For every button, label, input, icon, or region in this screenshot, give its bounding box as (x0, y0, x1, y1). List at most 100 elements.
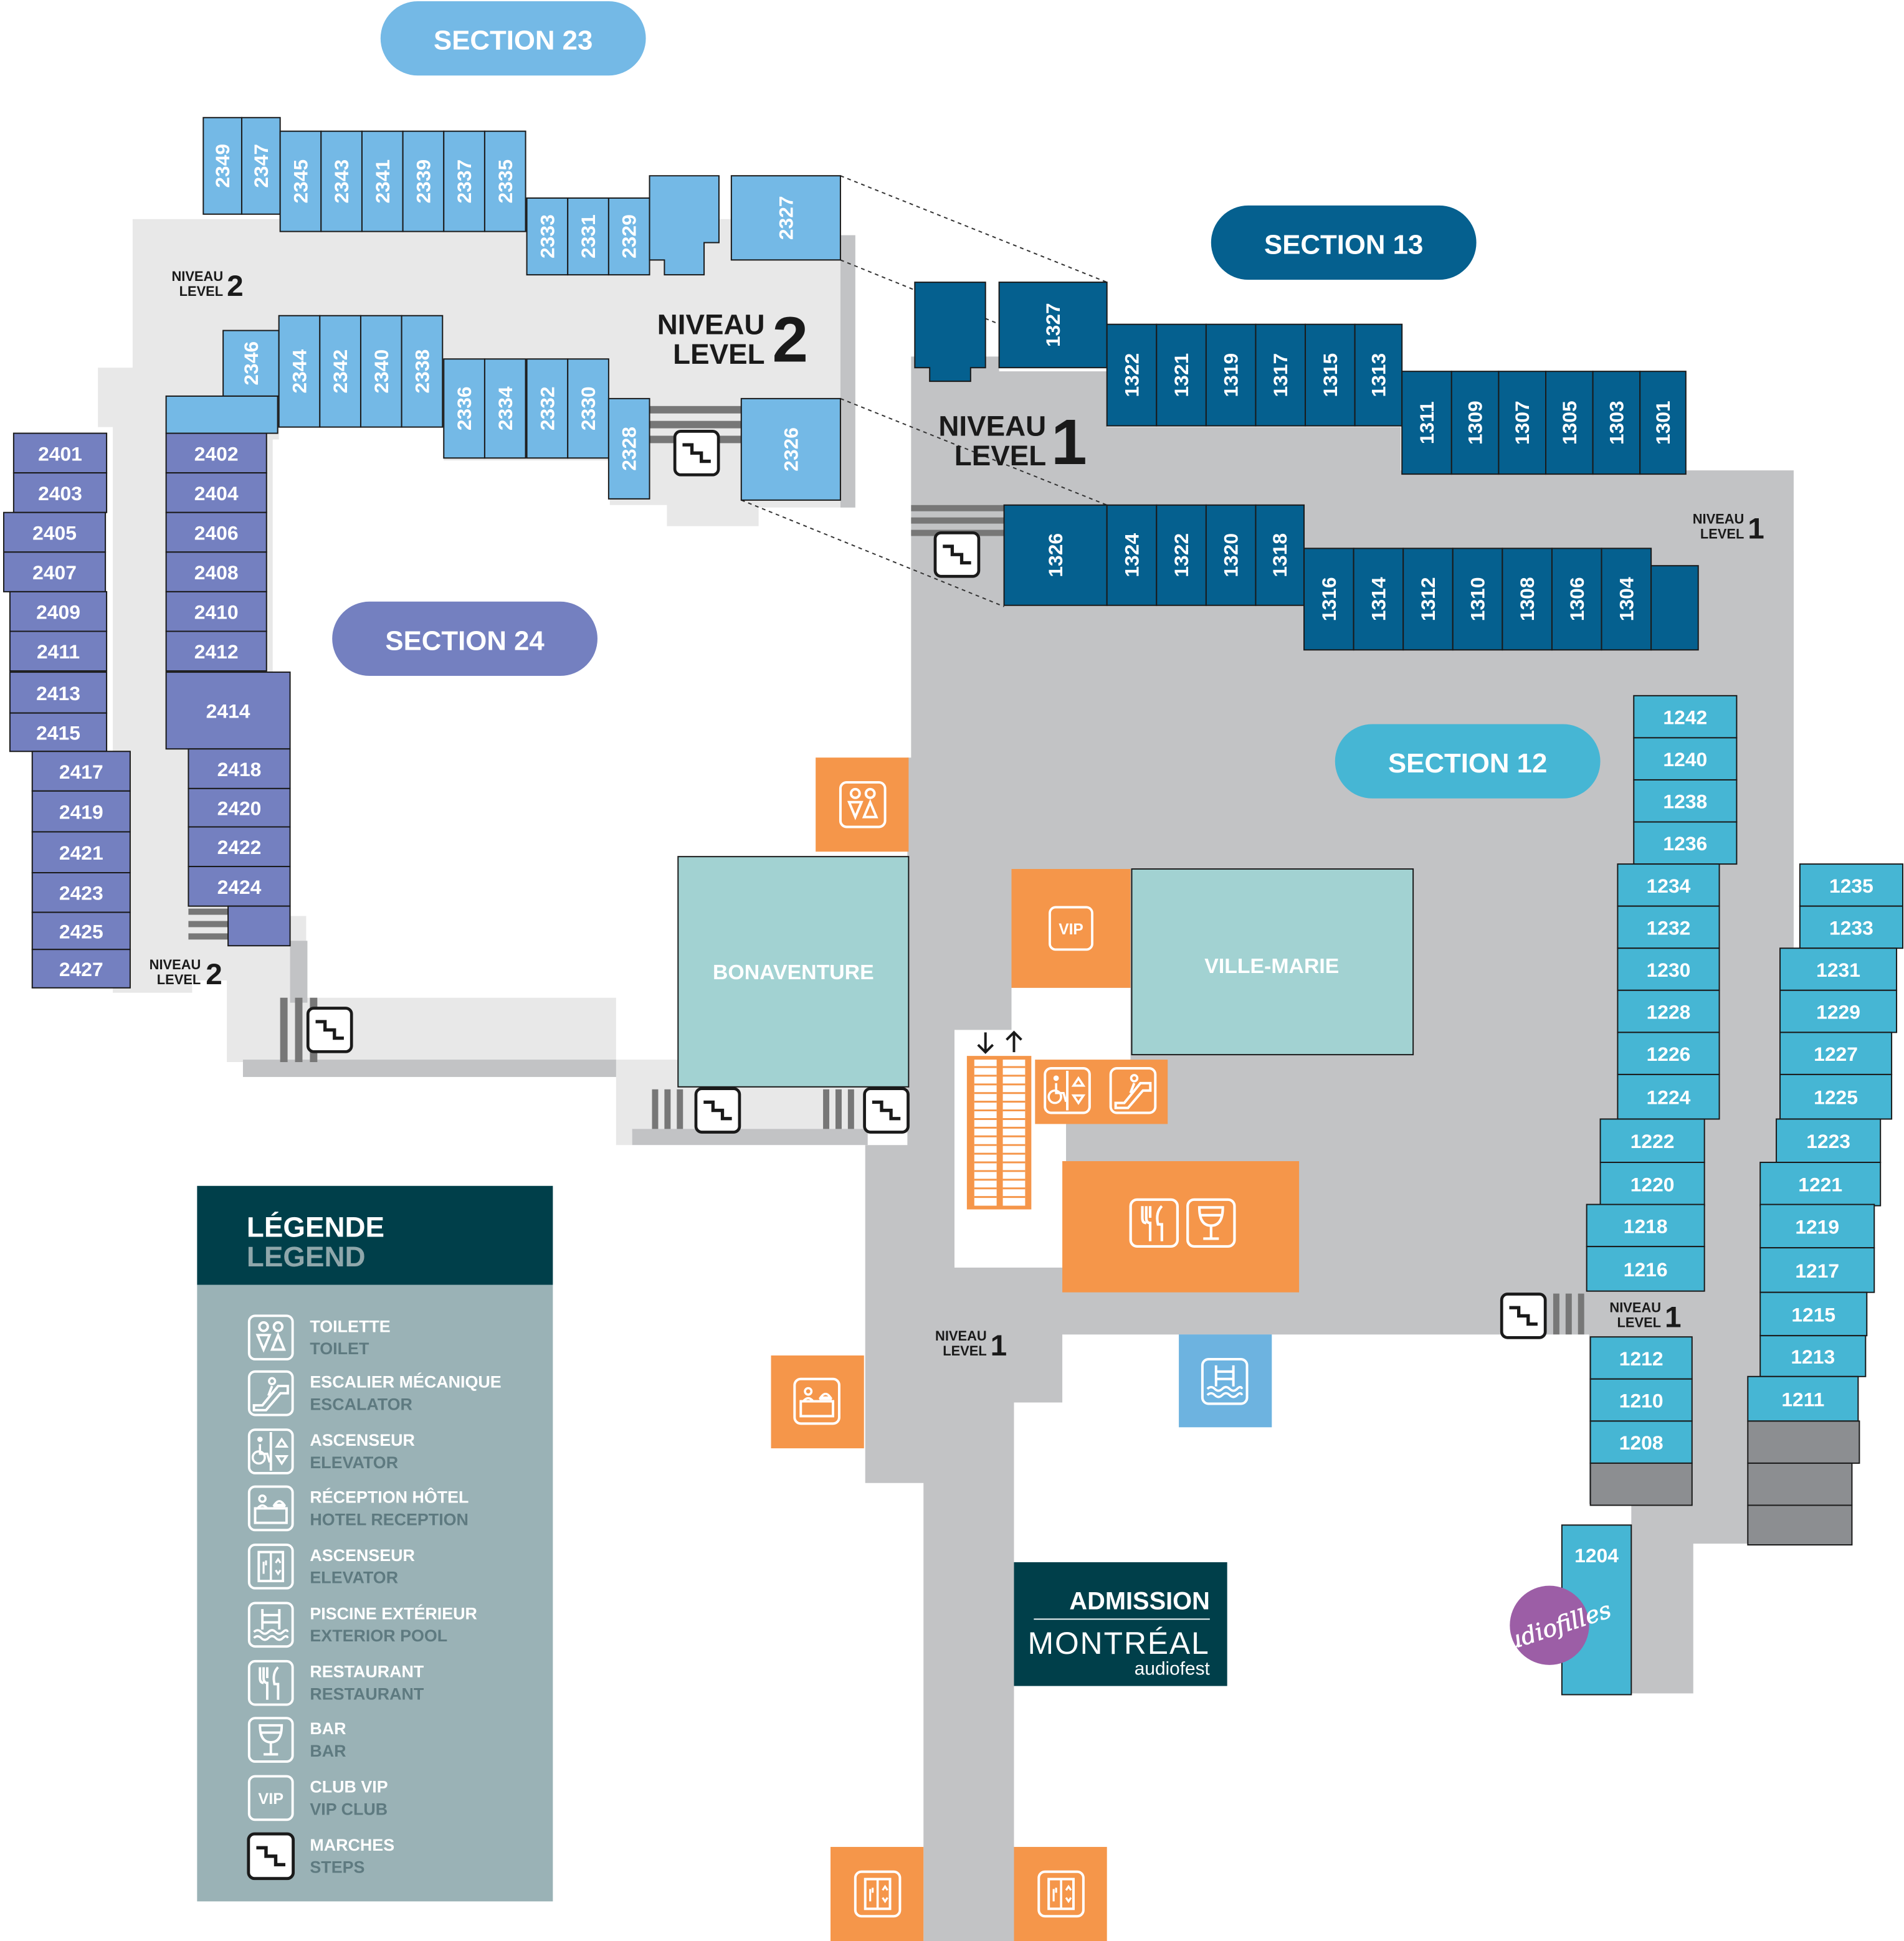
room-2330[interactable]: 2330 (567, 358, 609, 459)
room-2349[interactable]: 2349 (202, 116, 242, 215)
room-2417[interactable]: 2417 (31, 751, 131, 792)
room-2346[interactable]: 2346 (222, 330, 280, 397)
room-1219[interactable]: 1219 (1759, 1203, 1875, 1249)
room-2334[interactable]: 2334 (483, 358, 526, 459)
room-2332[interactable]: 2332 (526, 358, 569, 459)
room-2340[interactable]: 2340 (359, 315, 402, 428)
room-2421[interactable]: 2421 (31, 831, 131, 873)
room-2408[interactable]: 2408 (165, 551, 267, 592)
room-2424[interactable]: 2424 (188, 866, 291, 907)
room-2414[interactable]: 2414 (165, 672, 291, 750)
room-2412[interactable]: 2412 (165, 630, 267, 672)
room-1210[interactable]: 1210 (1589, 1378, 1693, 1422)
room-1321[interactable]: 1321 (1156, 323, 1207, 427)
room-1326[interactable]: 1326 (1003, 504, 1108, 606)
admission-desk[interactable]: ADMISSION MONTRÉAL audiofest (1014, 1562, 1227, 1686)
hall-bonaventure[interactable]: BONAVENTURE (677, 856, 910, 1088)
room-2409[interactable]: 2409 (9, 591, 108, 632)
room-1227[interactable]: 1227 (1779, 1032, 1893, 1075)
room-2413[interactable]: 2413 (9, 672, 108, 714)
room-1224[interactable]: 1224 (1617, 1073, 1720, 1120)
room-1242[interactable]: 1242 (1633, 695, 1738, 739)
room-2327[interactable]: 2327 (730, 175, 841, 261)
room-2406[interactable]: 2406 (165, 511, 267, 553)
room-2425[interactable]: 2425 (31, 911, 131, 951)
room-1225[interactable]: 1225 (1779, 1073, 1893, 1120)
room-1317[interactable]: 1317 (1255, 323, 1307, 427)
room-1228[interactable]: 1228 (1617, 989, 1720, 1033)
room-1226[interactable]: 1226 (1617, 1032, 1720, 1075)
room-1318[interactable]: 1318 (1255, 504, 1305, 606)
room-2402[interactable]: 2402 (165, 432, 267, 474)
room-2407[interactable]: 2407 (2, 551, 107, 592)
room-1319[interactable]: 1319 (1205, 323, 1257, 427)
room-2427[interactable]: 2427 (31, 949, 131, 989)
room-2342[interactable]: 2342 (319, 315, 361, 428)
room-1212[interactable]: 1212 (1589, 1336, 1693, 1380)
room-2345[interactable]: 2345 (279, 130, 322, 232)
room-1223[interactable]: 1223 (1776, 1118, 1882, 1164)
room-1215[interactable]: 1215 (1759, 1291, 1868, 1337)
room-1307[interactable]: 1307 (1498, 371, 1547, 475)
room-1211[interactable]: 1211 (1747, 1375, 1859, 1422)
room-2410[interactable]: 2410 (165, 591, 267, 632)
room-1311[interactable]: 1311 (1401, 371, 1452, 475)
room-1308[interactable]: 1308 (1502, 548, 1553, 651)
room-2418[interactable]: 2418 (188, 748, 291, 789)
hall-ville-marie[interactable]: VILLE-MARIE (1131, 868, 1414, 1056)
room-2343[interactable]: 2343 (320, 130, 363, 232)
sponsor-badge[interactable]: Audiofilles (1484, 1585, 1615, 1665)
room-2341[interactable]: 2341 (361, 130, 404, 232)
room-1322[interactable]: 1322 (1156, 504, 1207, 606)
room-1235[interactable]: 1235 (1799, 863, 1904, 907)
room-1309[interactable]: 1309 (1450, 371, 1500, 475)
room-2347[interactable]: 2347 (240, 116, 281, 215)
room-1213[interactable]: 1213 (1759, 1335, 1867, 1377)
room-1312[interactable]: 1312 (1402, 548, 1454, 651)
room-1208[interactable]: 1208 (1589, 1420, 1693, 1464)
room-2331[interactable]: 2331 (567, 197, 609, 276)
room-2423[interactable]: 2423 (31, 872, 131, 913)
room-2419[interactable]: 2419 (31, 790, 131, 833)
room-1230[interactable]: 1230 (1617, 947, 1720, 991)
room-2338[interactable]: 2338 (401, 315, 444, 428)
room-1310[interactable]: 1310 (1452, 548, 1503, 651)
room-1303[interactable]: 1303 (1592, 371, 1641, 475)
room-2336[interactable]: 2336 (443, 358, 485, 459)
room-2337[interactable]: 2337 (443, 130, 485, 232)
room-2344[interactable]: 2344 (278, 315, 321, 428)
room-1231[interactable]: 1231 (1779, 947, 1898, 991)
room-1305[interactable]: 1305 (1545, 371, 1594, 475)
room-2328[interactable]: 2328 (607, 397, 650, 500)
room-1220[interactable]: 1220 (1599, 1162, 1705, 1207)
room-1218[interactable]: 1218 (1586, 1203, 1705, 1248)
room-2326[interactable]: 2326 (740, 397, 841, 501)
room-1301[interactable]: 1301 (1639, 371, 1687, 475)
room-1315[interactable]: 1315 (1305, 323, 1356, 427)
room-1232[interactable]: 1232 (1617, 905, 1720, 949)
room-2403[interactable]: 2403 (12, 472, 108, 513)
room-1306[interactable]: 1306 (1551, 548, 1602, 651)
room-1238[interactable]: 1238 (1633, 779, 1738, 823)
room-2329[interactable]: 2329 (607, 197, 650, 276)
room-1314[interactable]: 1314 (1353, 548, 1404, 651)
room-1216[interactable]: 1216 (1586, 1246, 1705, 1292)
room-2422[interactable]: 2422 (188, 826, 291, 868)
room-2333[interactable]: 2333 (526, 197, 569, 276)
room-1234[interactable]: 1234 (1617, 863, 1720, 907)
room-1320[interactable]: 1320 (1205, 504, 1257, 606)
room-1327[interactable]: 1327 (998, 282, 1108, 369)
room-2335[interactable]: 2335 (483, 130, 526, 232)
room-1304[interactable]: 1304 (1601, 548, 1652, 651)
room-2401[interactable]: 2401 (12, 432, 108, 474)
room-2404[interactable]: 2404 (165, 472, 267, 513)
room-1233[interactable]: 1233 (1799, 905, 1904, 949)
room-1324[interactable]: 1324 (1106, 504, 1158, 606)
room-1240[interactable]: 1240 (1633, 737, 1738, 781)
room-1221[interactable]: 1221 (1759, 1162, 1882, 1207)
room-1313[interactable]: 1313 (1354, 323, 1403, 427)
room-2420[interactable]: 2420 (188, 787, 291, 828)
room-1222[interactable]: 1222 (1599, 1118, 1705, 1164)
room-2415[interactable]: 2415 (9, 712, 108, 752)
room-1316[interactable]: 1316 (1303, 548, 1354, 651)
